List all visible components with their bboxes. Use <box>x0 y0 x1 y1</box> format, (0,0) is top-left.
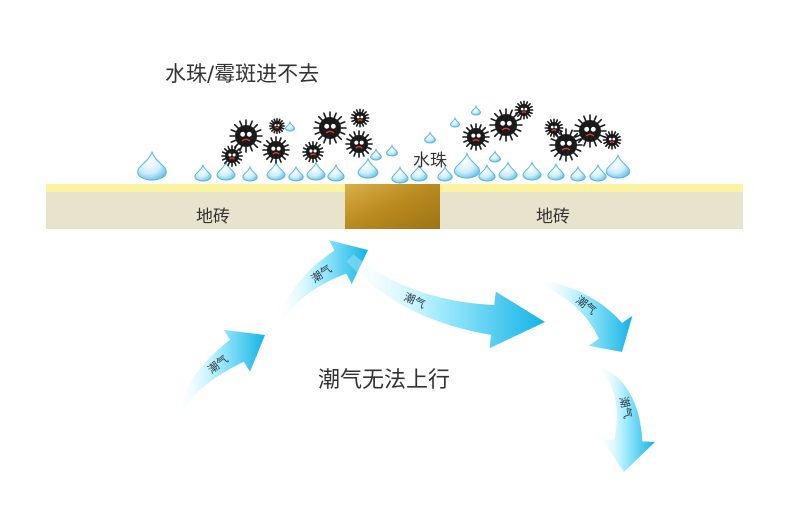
water-drop-icon <box>498 160 518 181</box>
water-drop-icon <box>489 149 501 163</box>
mold-spore-icon <box>602 130 622 150</box>
water-drop-icon <box>216 160 236 181</box>
mold-spots <box>221 100 622 167</box>
mold-spore-icon <box>229 119 263 153</box>
mold-spore-icon <box>313 111 347 145</box>
water-drop-icon <box>570 165 586 182</box>
water-drop-icon <box>327 163 345 182</box>
water-drop-icon <box>242 165 258 182</box>
water-drop-icon <box>288 165 304 182</box>
water-drop-icon <box>424 130 436 144</box>
water-drop-icon <box>547 162 565 181</box>
moisture-arrow-label: 潮气 <box>617 395 636 420</box>
mold-spore-icon <box>221 145 243 167</box>
mold-spore-icon <box>262 136 290 164</box>
flow-arrow-icon: 潮气 <box>346 254 545 349</box>
mold-spore-icon <box>514 100 534 120</box>
water-drop-icon <box>589 163 607 182</box>
water-drop-icon <box>357 157 379 179</box>
water-drop-icon <box>470 104 482 116</box>
flow-arrow-icon: 潮气 <box>278 240 368 323</box>
water-drop-icon <box>284 120 296 132</box>
water-drop-icon <box>449 116 461 128</box>
water-drop-icon <box>410 163 428 182</box>
mold-spore-icon <box>549 128 583 162</box>
water-drop-icon <box>453 151 481 179</box>
mold-spore-icon <box>573 114 607 148</box>
water-drop-icon <box>522 160 542 181</box>
water-beads <box>137 104 631 184</box>
water-drop-icon <box>391 165 409 184</box>
tile-right <box>440 192 743 229</box>
water-bead-label: 水珠 <box>413 151 447 171</box>
mold-spore-icon <box>345 130 373 158</box>
mold-spore-icon <box>268 117 286 135</box>
grout-joint <box>345 184 440 229</box>
water-drop-icon <box>266 160 286 181</box>
mold-spore-icon <box>462 123 490 151</box>
flow-arrow-icon: 潮气 <box>598 366 655 472</box>
tile-left-label: 地砖 <box>196 207 230 227</box>
water-drop-icon <box>306 160 326 181</box>
water-drop-icon <box>386 143 398 157</box>
mold-spore-icon <box>544 118 564 138</box>
mold-spore-icon <box>489 108 523 142</box>
water-drop-icon <box>437 165 453 182</box>
moisture-arrows: 潮气潮气潮气潮气潮气 <box>178 240 655 472</box>
water-drop-icon <box>478 163 496 182</box>
title-label: 水珠/霉斑进不去 <box>165 62 320 86</box>
tile-right-label: 地砖 <box>536 207 570 227</box>
tile-right-surface <box>440 184 743 192</box>
tile-left-surface <box>46 184 345 192</box>
mold-spore-icon <box>302 141 324 163</box>
mold-spore-icon <box>350 108 370 128</box>
tile-left <box>46 192 345 229</box>
flow-arrow-icon: 潮气 <box>178 329 265 413</box>
water-drop-icon <box>137 150 167 181</box>
caption-label: 潮气无法上行 <box>318 368 451 393</box>
flow-arrow-icon: 潮气 <box>539 280 633 352</box>
water-drop-icon <box>194 163 212 182</box>
water-drop-icon <box>370 147 382 161</box>
water-drop-icon <box>605 153 631 179</box>
